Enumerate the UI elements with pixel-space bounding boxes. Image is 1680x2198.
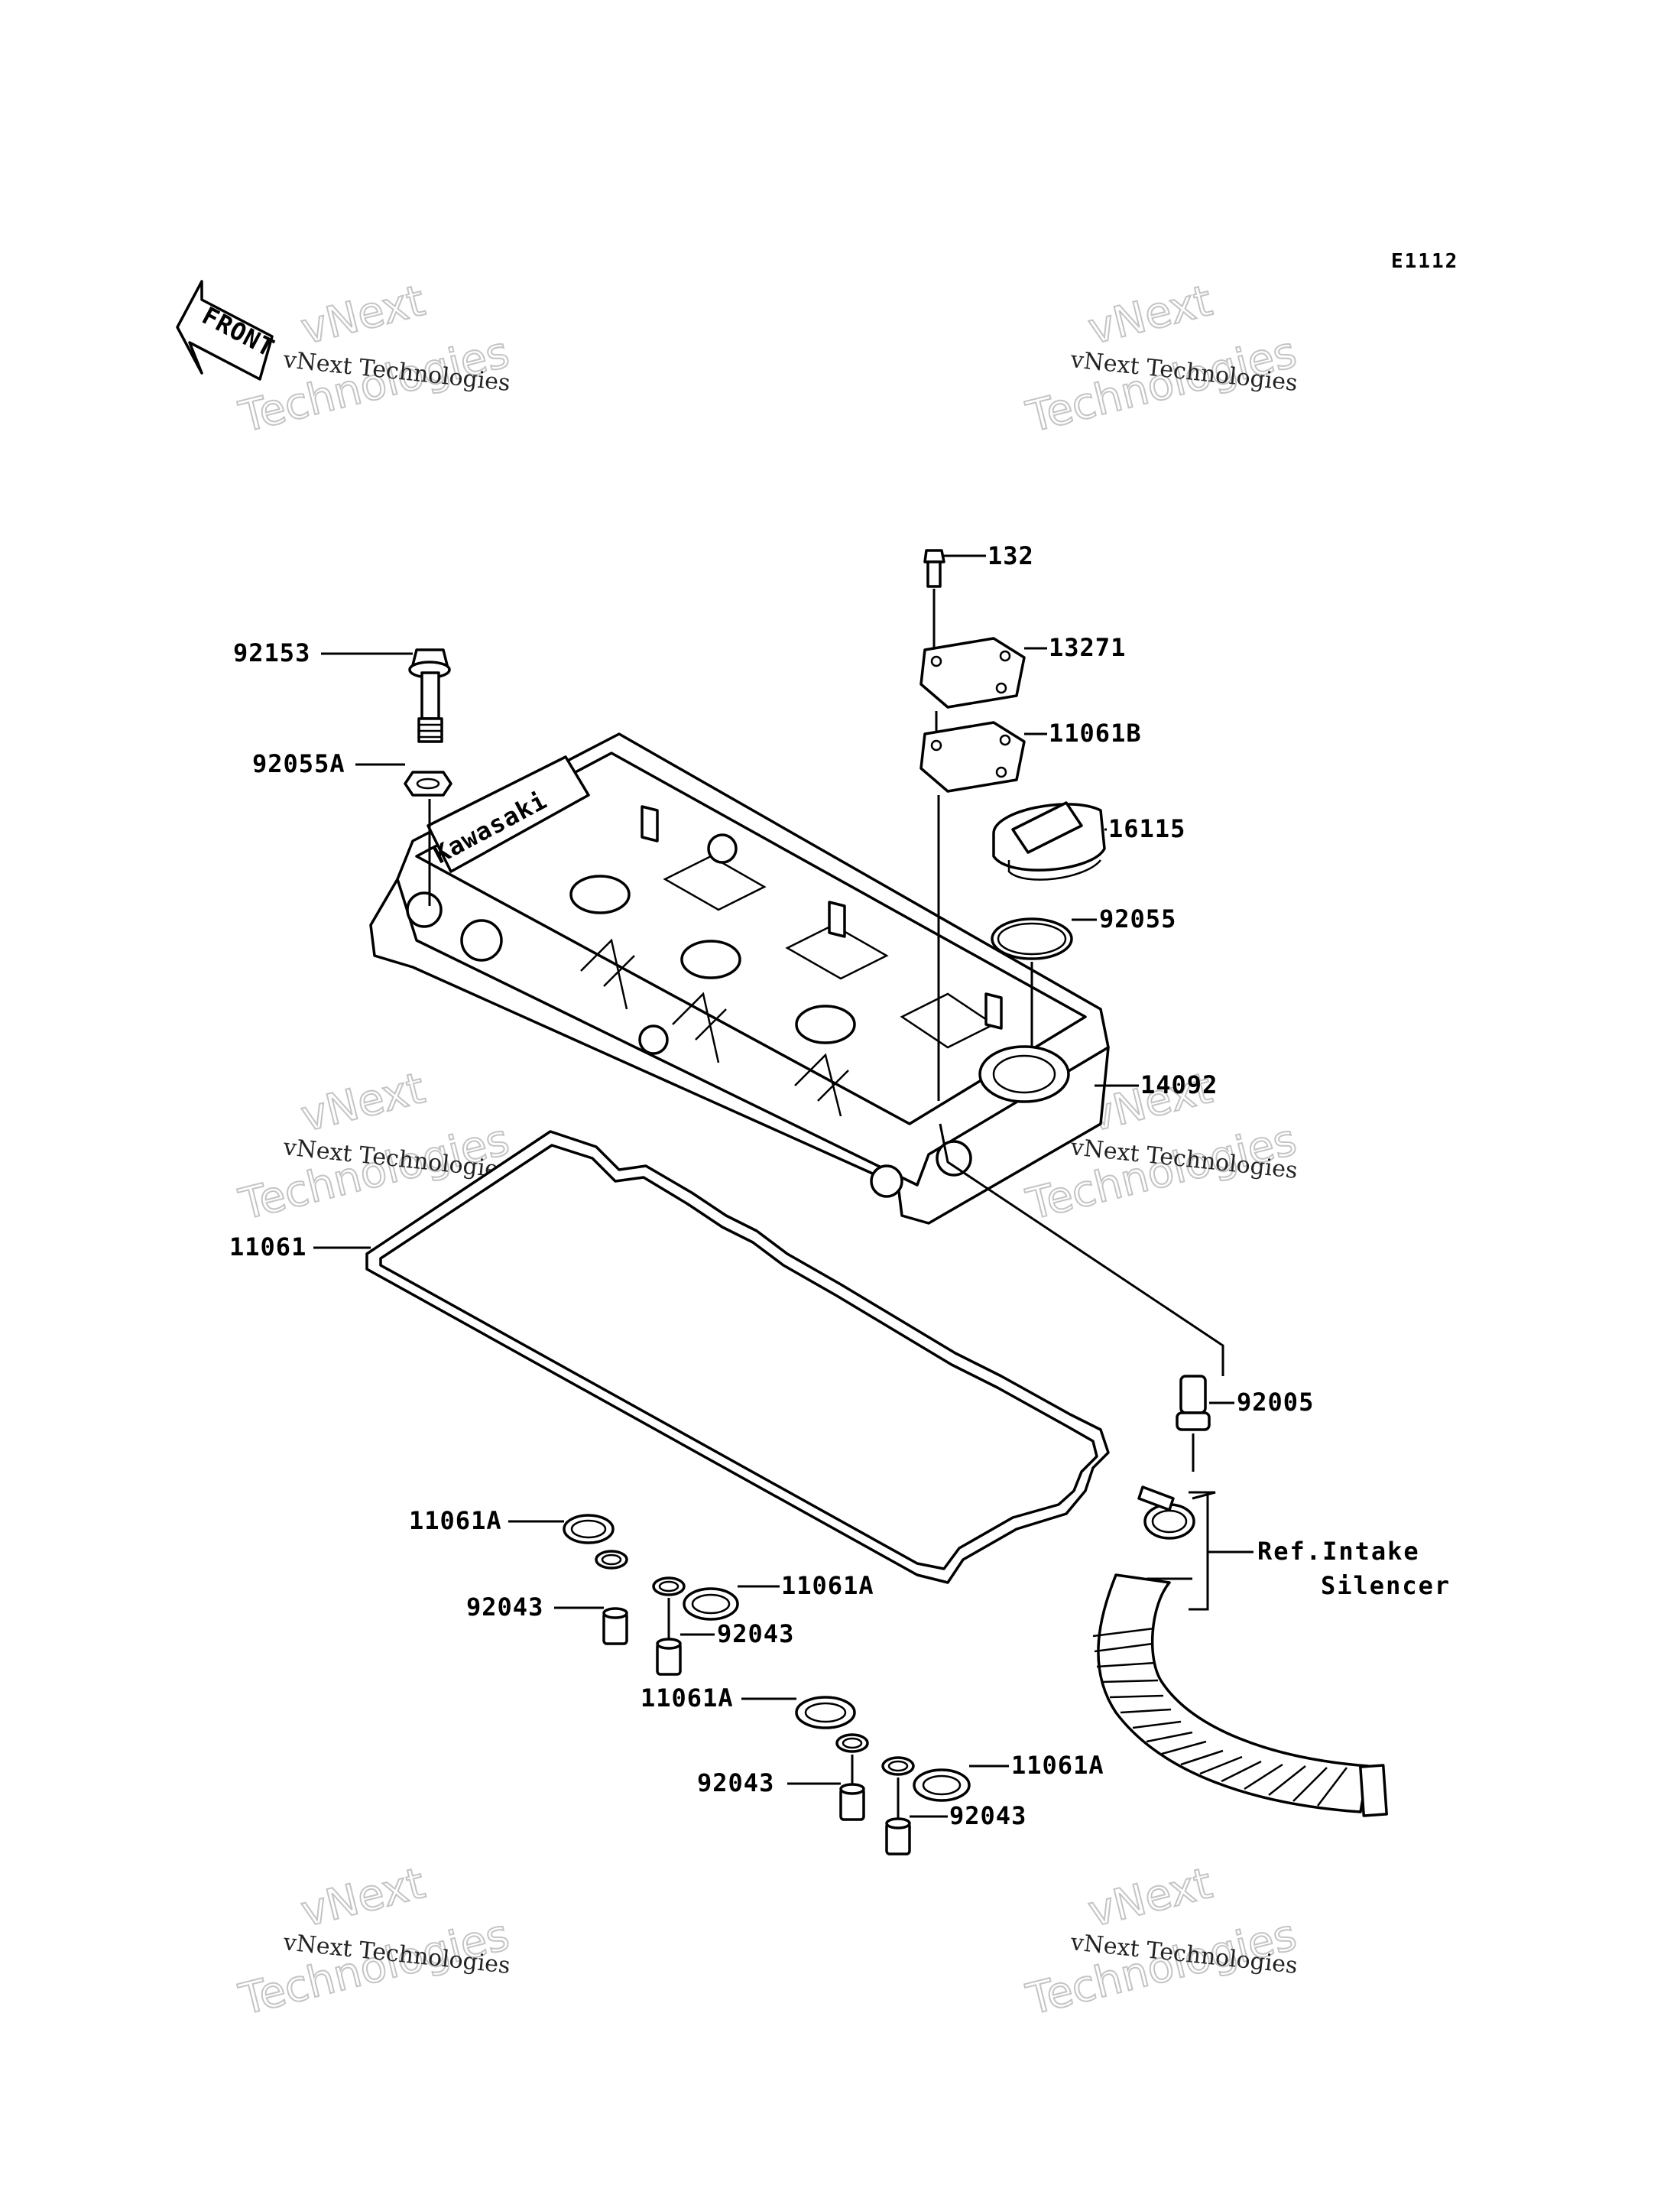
gasket-11061B: [919, 721, 1026, 793]
watermark-bottom-right: vNext Technologies vNext Technologies: [1021, 1858, 1302, 2026]
sleeve-92043-2: [656, 1638, 682, 1676]
label-16115: 16115: [1108, 814, 1185, 843]
diagram-code: E1112: [1391, 250, 1458, 273]
cover-13271: [919, 637, 1026, 709]
seal-11061A-4: [881, 1756, 971, 1802]
label-ref-line1: Ref.Intake: [1257, 1537, 1420, 1566]
svg-text:vNext: vNext: [297, 1063, 430, 1142]
label-11061B: 11061B: [1049, 719, 1142, 748]
seal-11061A-2: [652, 1576, 739, 1621]
sleeve-92043-1: [602, 1607, 628, 1645]
svg-text:vNext: vNext: [297, 276, 430, 355]
breather-hose: [1092, 1573, 1388, 1817]
front-arrow-icon: FRONT: [176, 280, 280, 381]
sleeve-92043-3: [839, 1783, 865, 1821]
oil-filler-cap-16115: [992, 801, 1106, 881]
label-13271: 13271: [1049, 633, 1126, 662]
cylinder-head-cover: Kawasaki: [369, 732, 1110, 1225]
seal-11061A-1: [563, 1514, 628, 1570]
label-92005: 92005: [1237, 1388, 1314, 1417]
svg-text:vNext: vNext: [297, 1859, 430, 1937]
svg-text:vNext: vNext: [1084, 1859, 1217, 1937]
label-92043-2: 92043: [717, 1619, 794, 1648]
seal-11061A-3: [795, 1696, 869, 1753]
watermark-top-right: vNext Technologies vNext Technologies: [1021, 275, 1302, 443]
label-11061A-2: 11061A: [781, 1571, 874, 1600]
label-14092: 14092: [1140, 1070, 1218, 1099]
fitting-92005: [1176, 1375, 1211, 1431]
bolt-92153: [408, 648, 451, 743]
label-11061A-3: 11061A: [641, 1683, 734, 1713]
sleeve-92043-4: [885, 1817, 911, 1855]
bolt-132: [923, 549, 945, 588]
label-132: 132: [988, 541, 1034, 570]
label-11061: 11061: [229, 1232, 306, 1261]
label-92055A: 92055A: [252, 749, 345, 778]
label-92043-3: 92043: [697, 1768, 774, 1797]
label-92153: 92153: [233, 638, 310, 667]
label-11061A-1: 11061A: [409, 1506, 502, 1535]
washer-92055A: [404, 771, 452, 797]
o-ring-92055: [991, 917, 1073, 960]
watermark-top-left: vNext Technologies vNext Technologies: [234, 275, 515, 443]
clamp: [1137, 1485, 1195, 1540]
svg-text:vNext: vNext: [1084, 276, 1217, 355]
label-92043-1: 92043: [466, 1592, 543, 1622]
label-ref-line2: Silencer: [1321, 1571, 1451, 1600]
label-11061A-4: 11061A: [1011, 1751, 1104, 1780]
label-92043-4: 92043: [949, 1801, 1026, 1830]
label-92055: 92055: [1099, 904, 1176, 933]
gasket-11061: [365, 1130, 1110, 1584]
watermark-bottom-left: vNext Technologies vNext Technologies: [234, 1858, 515, 2026]
